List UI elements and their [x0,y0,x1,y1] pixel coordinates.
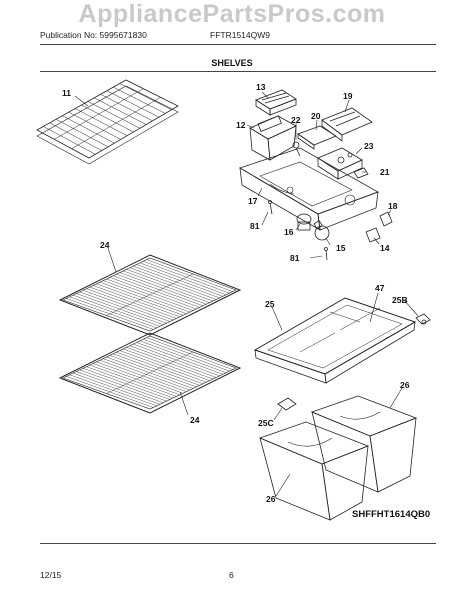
page-number: 6 [229,570,234,580]
wire-shelf-large-lower [58,332,242,414]
screw-81-upper [268,200,273,215]
wire-shelf-large-upper [58,254,242,336]
wire-shelf-small [36,79,179,165]
switch-14 [365,227,381,243]
crisper-cover [253,297,417,384]
control-tray [239,147,379,231]
bracket-25b [415,313,431,325]
callout-25b: 25B [392,295,408,305]
light-bulb [313,220,330,241]
light-switch [379,211,393,227]
callout-15: 15 [336,243,346,253]
header-divider [40,44,436,45]
thermostat [317,147,363,180]
callout-14: 14 [380,243,390,253]
callout-20: 20 [311,111,321,121]
callout-26-left: 26 [266,494,276,504]
callout-18: 18 [388,201,398,211]
leader-lines [74,91,419,497]
callout-22: 22 [291,115,301,125]
callout-25: 25 [265,299,275,309]
diagram-code: SHFFHT1614QB0 [352,509,431,520]
callout-21: 21 [380,167,390,177]
model-number: FFTR1514QW9 [210,30,270,40]
screw-81-lower [324,247,328,261]
callout-17: 17 [248,196,258,206]
footer-divider [40,543,436,544]
lamp-socket [296,213,312,231]
section-title: SHELVES [211,58,253,68]
control-panel-19 [321,107,373,142]
publication-number: Publication No: 5995671830 [40,30,147,40]
footer-date: 12/15 [40,570,62,580]
callout-81-upper: 81 [250,221,260,231]
callout-19: 19 [343,91,353,101]
callout-24-upper: 24 [100,240,110,250]
callout-25c: 25C [258,418,274,428]
control-plate-20 [297,125,337,150]
callout-12: 12 [236,120,246,130]
title-divider [40,71,436,72]
callout-26-right: 26 [400,380,410,390]
callout-81-lower: 81 [290,253,300,263]
crisper-drawer-right [310,395,418,493]
bracket-25c [277,397,297,411]
crisper-drawer-left [258,421,370,521]
callout-23: 23 [364,141,374,151]
control-housing [249,115,297,161]
callout-47: 47 [375,283,385,293]
callout-16: 16 [284,227,294,237]
callout-11: 11 [62,88,71,98]
callout-24-lower: 24 [190,415,200,425]
clip-21 [353,167,369,179]
callout-13: 13 [256,82,266,92]
light-cover [255,89,297,116]
watermark-logo: AppliancePartsPros.com [78,0,386,28]
